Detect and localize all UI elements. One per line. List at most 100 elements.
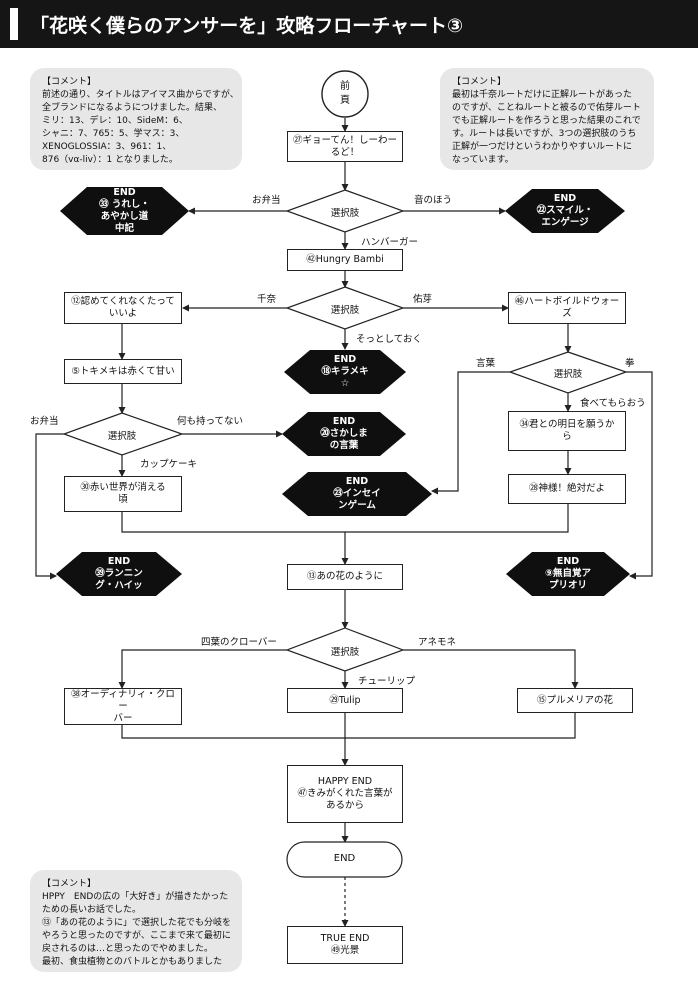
node-text: ㉘神様！絶対だよ <box>528 483 605 494</box>
start-circle <box>321 70 369 118</box>
end-text: ㉒スマイル・ <box>536 205 594 216</box>
node-text: ⑤トキメキは赤くて甘い <box>71 365 175 377</box>
comment-line: ミリ：13、デレ：10、SideM：6、 <box>42 116 188 126</box>
node-5: ⑤トキメキは赤くて甘い <box>64 359 182 384</box>
end-text: ㊴ランニン <box>95 568 143 579</box>
edge-label: 四葉のクローバー <box>201 637 277 648</box>
end-text: の言葉 <box>329 440 359 451</box>
end-text: END <box>345 476 369 487</box>
end-text: END <box>553 193 577 204</box>
node-text: ズ <box>562 308 572 319</box>
end-20: END ⑳さかしま の言葉 <box>282 412 406 456</box>
comment-title: 【コメント】 <box>42 77 97 87</box>
end-text: ンゲーム <box>338 500 376 511</box>
edge-label: ハンバーガー <box>361 237 419 248</box>
node-text: ㊳オーディナリィ・クロー <box>71 688 175 712</box>
end-39: END ㊴ランニン グ・ハイッ <box>56 552 182 596</box>
comment-line: ための長いお話でした。 <box>42 905 142 915</box>
connector <box>121 725 345 739</box>
decision-diamond-2 <box>285 286 405 330</box>
edge-label: そっとしておく <box>356 334 422 345</box>
end-text: END <box>107 556 131 567</box>
end-text: ⑨無自覚ア <box>544 568 592 579</box>
node-text: ㊾光景 <box>330 945 360 956</box>
comment-bottom-left: 【コメント】 HPPY ENDの広の「大好き」が描きたかった ための長いお話でし… <box>30 870 242 972</box>
end-oval-label: END <box>333 853 356 864</box>
end-text: ㉝ うれし・ <box>99 199 150 210</box>
comment-line: 全ブランドになるようにつけました。結果、 <box>42 103 223 113</box>
node-13: ⑬あの花のように <box>287 564 403 590</box>
node-34: ㉞君との明日を願うから <box>508 411 626 451</box>
node-28: ㉘神様！絶対だよ <box>508 474 626 504</box>
node-text: ㊻ハートボイルドウォー <box>514 296 620 307</box>
header-banner: 「花咲く僕らのアンサーを」攻略フローチャート③ <box>0 0 698 48</box>
node-text: HAPPY END <box>317 776 373 787</box>
end-33: END ㉝ うれし・ あやかし道 中記 <box>60 187 189 235</box>
edge-label: カップケーキ <box>140 459 198 470</box>
end-hexagon-20 <box>282 412 406 456</box>
end-text: END <box>113 187 136 198</box>
node-text: ㉚赤い世界が消える <box>80 482 166 493</box>
node-text: るど！ <box>330 146 360 158</box>
connector <box>121 512 349 565</box>
end-hexagon-23 <box>282 472 432 516</box>
edge-label: 音のほう <box>414 195 453 206</box>
comment-title: 【コメント】 <box>42 879 97 889</box>
end-text: ㉓インセイ <box>333 488 381 499</box>
node-text: ㉗ギョーてん！しーわー <box>293 134 397 146</box>
end-text: エンゲージ <box>541 217 589 228</box>
node-38: ㊳オーディナリィ・クローバー <box>64 688 182 725</box>
end-text: プリオリ <box>548 580 587 591</box>
end-text: END <box>332 416 356 427</box>
comment-line: なっています。 <box>452 155 514 165</box>
start-label: 前 頁 <box>322 80 368 108</box>
node-text: いいよ <box>108 308 138 319</box>
node-text: ⑬あの花のように <box>306 571 383 582</box>
node-text: 頃 <box>118 494 128 505</box>
edge-label: 何も持ってない <box>177 416 244 427</box>
comment-line: 876（vα-liv）：1 となりました。 <box>42 155 178 165</box>
comment-line: でも正解ルートを作ろうと思った結果のこれで <box>452 116 641 126</box>
end-23: END ㉓インセイ ンゲーム <box>282 472 432 516</box>
node-12: ⑫認めてくれなくたっていいよ <box>64 292 182 324</box>
end-22: END ㉒スマイル・ エンゲージ <box>505 189 625 233</box>
end-oval <box>286 841 403 878</box>
decision-diamond-5 <box>285 627 405 672</box>
end-hexagon-18 <box>284 350 406 394</box>
end-text: あやかし道 <box>100 211 149 222</box>
edge-label: チューリップ <box>358 676 416 687</box>
comment-line: XENOGLOSSIA：3、961：1、 <box>42 142 172 152</box>
edge-label: 拳 <box>625 358 635 369</box>
end-text: ⑳さかしま <box>320 428 368 439</box>
comment-line: シャニ：7、765：5、学マス：3、 <box>42 129 185 139</box>
connector <box>118 649 287 689</box>
page-title: 「花咲く僕らのアンサーを」攻略フローチャート③ <box>30 15 464 37</box>
end-9: END ⑨無自覚ア プリオリ <box>506 552 630 596</box>
end-hexagon-39 <box>56 552 182 596</box>
decision-label: 選択肢 <box>330 305 360 316</box>
connector <box>431 371 510 495</box>
start-label-line: 前 <box>340 81 350 92</box>
comment-line: ⑬「あの花のように」で選択した花でも分岐を <box>42 918 232 928</box>
decision-label: 選択肢 <box>330 647 360 658</box>
node-text: ⑮プルメリアの花 <box>536 694 613 706</box>
connector <box>35 433 64 580</box>
end-text: 中記 <box>114 223 134 234</box>
end-18: END ⑱キラメキ ☆ <box>284 350 406 394</box>
decision-diamond-1 <box>285 189 405 233</box>
node-27: ㉗ギョーてん！しーわーるど！ <box>287 131 403 162</box>
edge-label: 千奈 <box>257 294 277 305</box>
edge-label: アネモネ <box>418 637 457 648</box>
end-text: ⑱キラメキ <box>321 366 369 377</box>
node-text: ら <box>562 431 572 442</box>
comment-line: のですが、ことねルートと被るので佑芽ルート <box>452 103 641 113</box>
decision-label: 選択肢 <box>330 208 360 219</box>
node-15: ⑮プルメリアの花 <box>517 688 633 713</box>
edge-label: 言葉 <box>476 358 496 369</box>
comment-line: 最初、食虫植物とのバトルとかもありました <box>42 957 223 967</box>
comment-title: 【コメント】 <box>452 77 507 87</box>
comment-line: やろうと思ったのですが、ここまで来て最初に <box>42 931 231 941</box>
